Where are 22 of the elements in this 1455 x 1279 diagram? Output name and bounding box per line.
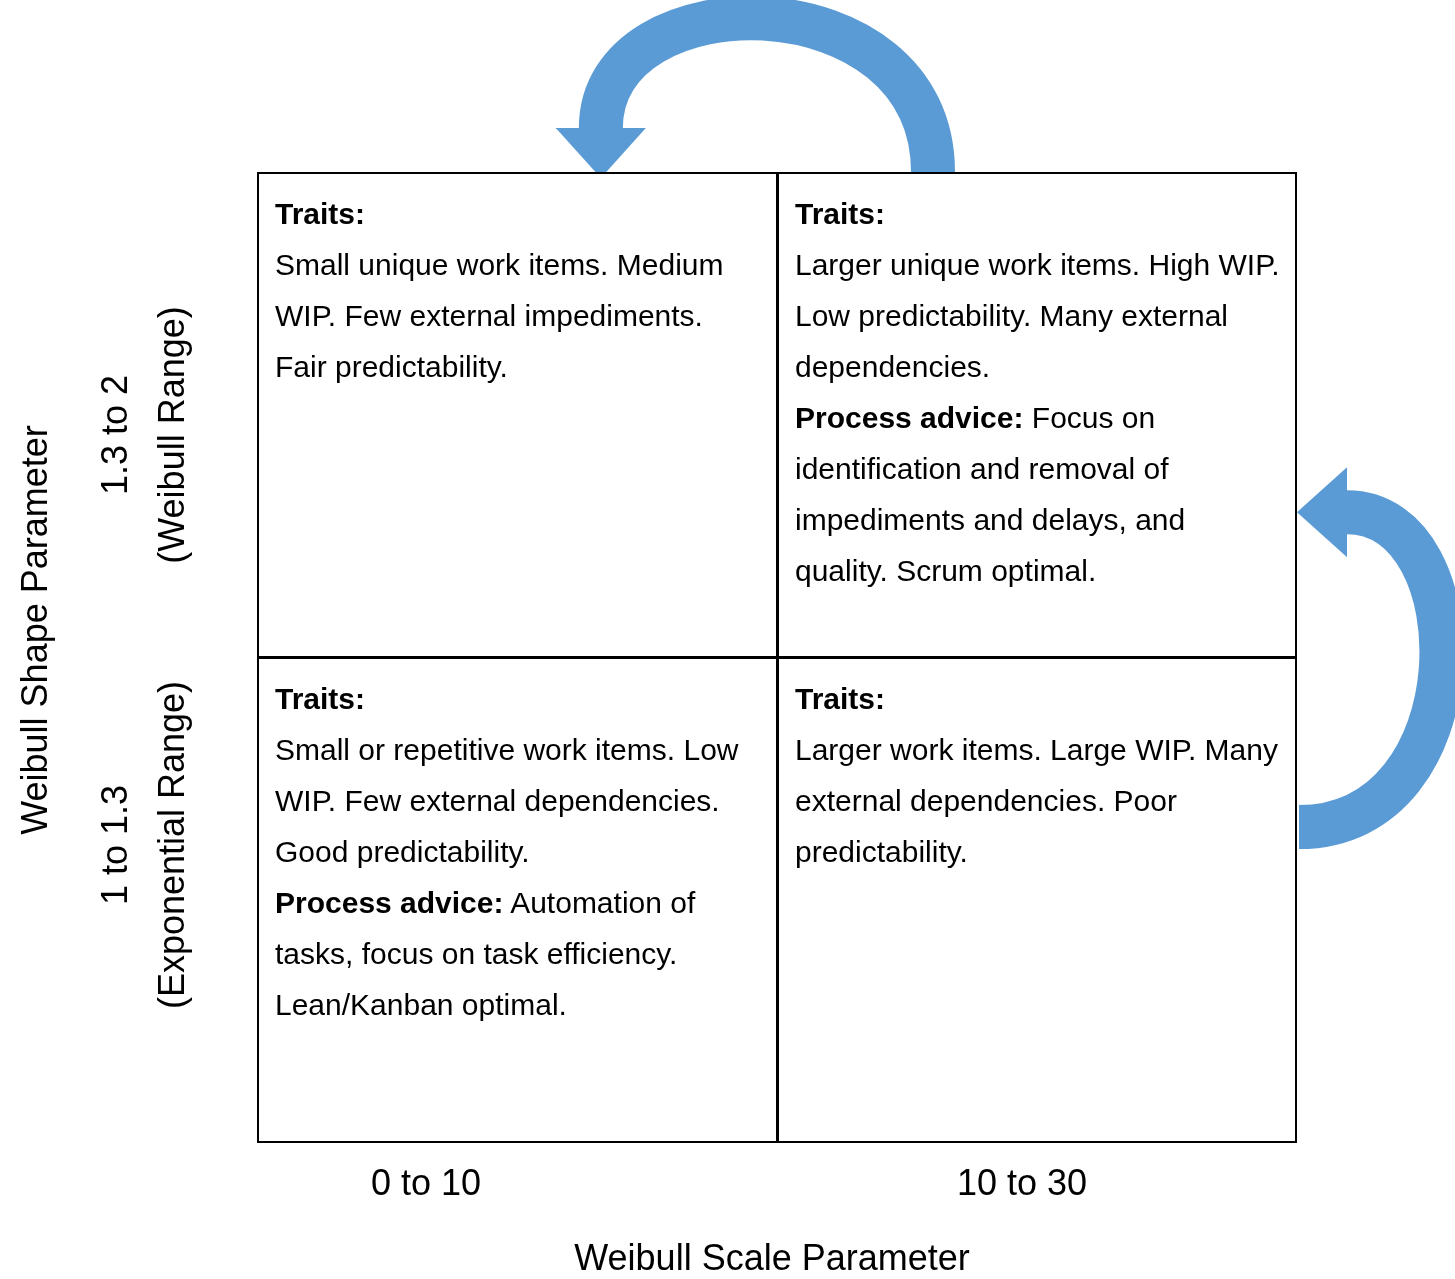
- axis-label: 10 to 30: [956, 1162, 1088, 1204]
- axis-label: (Exponential Range): [151, 680, 193, 1010]
- description: Small or repetitive work items. Low WIP. Few external dependencies. Good predictability.: [275, 732, 740, 870]
- heading: Traits:: [795, 196, 887, 232]
- description: Larger work items. Large WIP. Many external dependencies. Poor predictability.: [795, 732, 1279, 870]
- quadrant-box: [257, 172, 778, 658]
- heading: Traits:: [795, 681, 887, 717]
- axis-label: 1 to 1.3: [94, 784, 136, 906]
- description: Process advice: Focus on identification and removal of impediments and delays, and quality. Scrum optimal.: [795, 400, 1187, 589]
- description: Larger unique work items. High WIP. Low predictability. Many external dependencies.: [795, 247, 1281, 385]
- quadrant-box: [777, 657, 1297, 1143]
- axis-label: (Weibull Range): [151, 306, 193, 564]
- description: Small unique work items. Medium WIP. Few external impediments. Fair predictability.: [275, 247, 725, 385]
- heading: Traits:: [275, 681, 367, 717]
- quadrant-box: [777, 172, 1297, 658]
- axis-title: Weibull Shape Parameter: [14, 425, 56, 835]
- axis-label: 1.3 to 2: [94, 374, 136, 496]
- heading: Traits:: [275, 196, 367, 232]
- axis-title: Weibull Scale Parameter: [574, 1237, 970, 1279]
- axis-label: 0 to 10: [370, 1162, 482, 1204]
- description: Process advice: Automation of tasks, focus on task efficiency. Lean/Kanban optimal.: [275, 885, 697, 1023]
- quadrant-box: [257, 657, 778, 1143]
